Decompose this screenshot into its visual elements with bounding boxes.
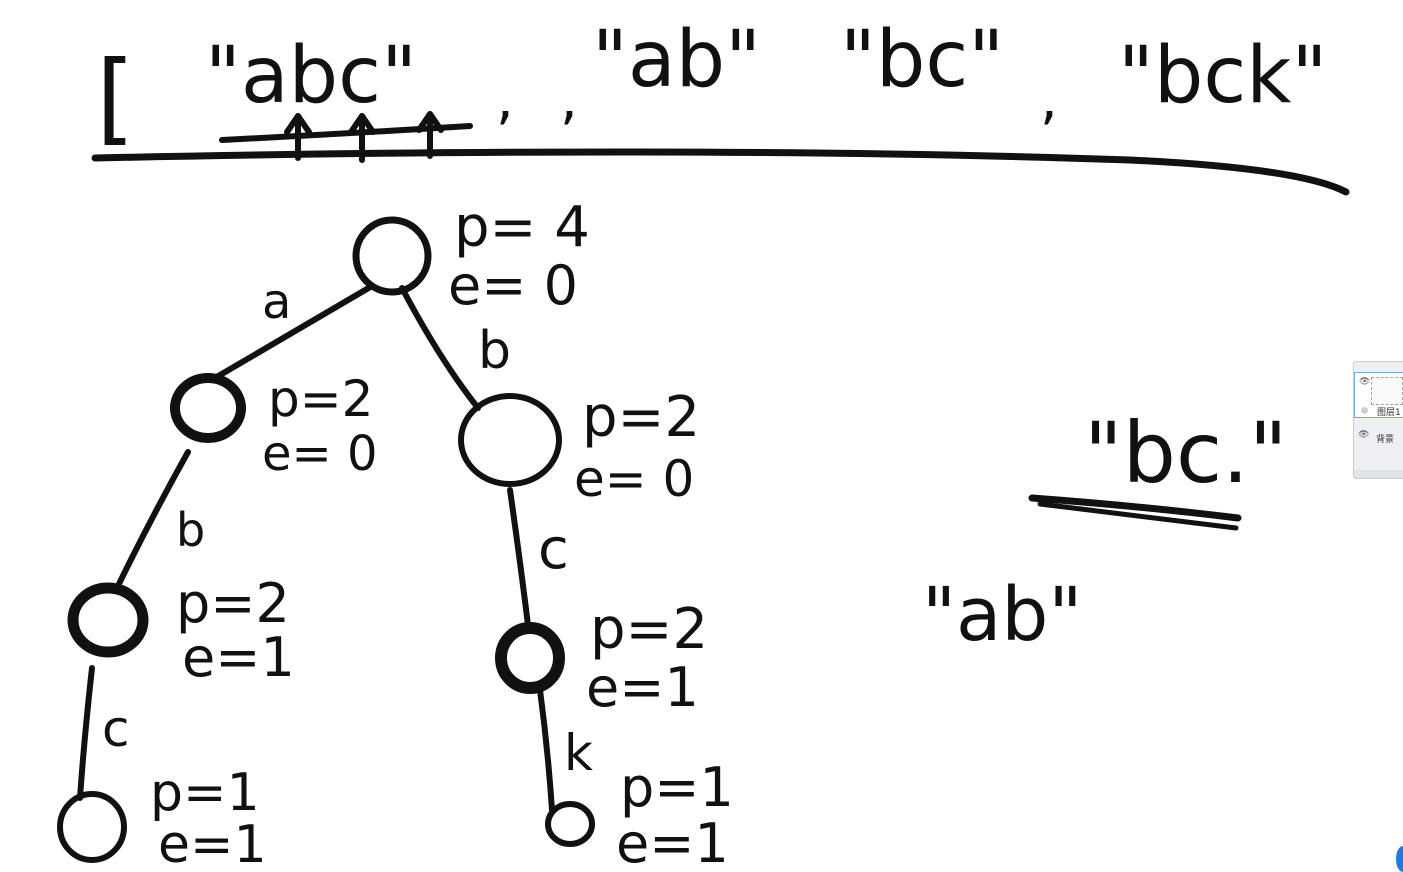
edge-label-abc: c [102, 700, 130, 758]
floating-button[interactable] [1396, 846, 1403, 872]
word-ab: "ab" [592, 15, 761, 105]
removed-word-bc: "bc." [1084, 404, 1287, 502]
node-a-p-count: p=2 [268, 370, 373, 428]
trie-node-b [458, 393, 562, 487]
separator-2: , [560, 67, 578, 132]
trie-node-a [170, 373, 246, 443]
edge-label-bck: k [564, 724, 593, 782]
node-abc-p-count: p=1 [150, 763, 260, 823]
node-annotations: p= 4 e= 0 p=2 e= 0 p=2 e= 0 p=2 e=1 p=2 … [150, 195, 734, 868]
strike-line-1 [1028, 494, 1242, 522]
layer-item-background[interactable]: 👁 背景 [1354, 426, 1403, 448]
separator-3: , [1040, 67, 1058, 132]
edge-labels: a b b c c k [102, 274, 593, 782]
trie-edges [77, 283, 555, 813]
edge-label-b: b [478, 321, 511, 381]
edge-root-a [212, 283, 375, 381]
header-word-list: [ "abc" , , "ab" "bc" , "bck" [96, 15, 1327, 156]
edge-bc-bck [537, 687, 555, 813]
node-b-e-count: e= 0 [574, 450, 694, 508]
root-p-count: p= 4 [454, 195, 590, 260]
trie-node-bck [545, 801, 595, 847]
node-bck-p-count: p=1 [620, 756, 734, 819]
header-underline [91, 148, 1350, 196]
node-b-p-count: p=2 [582, 385, 700, 450]
eye-icon[interactable]: 👁 [1358, 430, 1370, 440]
layer-item-1[interactable]: 👁 图层1 [1354, 372, 1403, 418]
strike-line-2 [1037, 501, 1239, 531]
word-abc: "abc" [205, 31, 417, 121]
open-bracket: [ [96, 39, 135, 156]
edge-root-b [399, 285, 481, 411]
edge-label-ab: b [176, 503, 205, 557]
trie-nodes [57, 216, 595, 863]
node-a-e-count: e= 0 [262, 426, 378, 482]
side-notes: "bc." "ab" [922, 404, 1287, 658]
edge-a-ab [113, 449, 191, 593]
layer-thumbnail [1371, 377, 1403, 405]
trie-node-ab [67, 582, 149, 658]
edge-label-a: a [262, 274, 291, 330]
trie-node-abc [57, 791, 127, 863]
edge-label-bc: c [538, 517, 569, 582]
word-ab-note: "ab" [922, 572, 1082, 658]
root-e-count: e= 0 [448, 254, 578, 317]
node-ab-e-count: e=1 [182, 626, 295, 689]
word-bck: "bck" [1118, 31, 1327, 121]
edge-ab-abc [77, 665, 95, 801]
node-ab-p-count: p=2 [176, 572, 290, 635]
separator-1: , [496, 67, 514, 132]
trie-node-bc [495, 622, 565, 694]
node-bck-e-count: e=1 [616, 812, 729, 868]
trie-node-root [352, 216, 432, 296]
layer-1-label: 图层1 [1377, 408, 1401, 418]
background-layer-label: 背景 [1376, 435, 1395, 445]
layer-checkbox[interactable] [1361, 407, 1368, 414]
node-abc-e-count: e=1 [158, 815, 267, 868]
node-bc-e-count: e=1 [586, 656, 699, 719]
edge-b-bc [507, 487, 531, 628]
word-bc: "bc" [840, 15, 1004, 105]
eye-icon[interactable]: 👁 [1359, 377, 1371, 387]
layers-panel: 👁 图层1 👁 背景 [1353, 361, 1403, 479]
panel-footer [1354, 470, 1403, 478]
node-bc-p-count: p=2 [590, 597, 708, 662]
